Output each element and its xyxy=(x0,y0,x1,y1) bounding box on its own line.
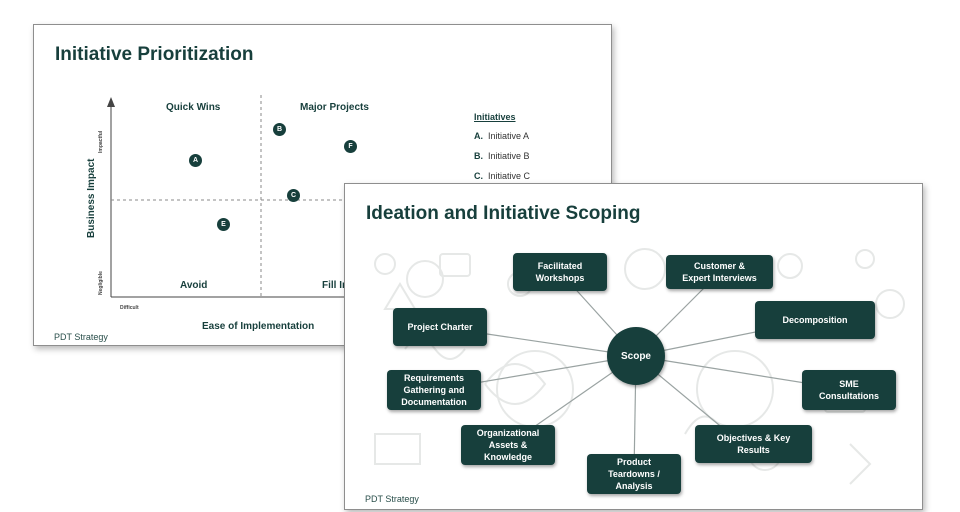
slide1-title: Initiative Prioritization xyxy=(55,44,254,65)
legend-item: C.Initiative C xyxy=(474,171,531,181)
point-e[interactable]: E xyxy=(217,218,230,231)
point-b[interactable]: B xyxy=(273,123,286,136)
node-requirements-gathering[interactable]: Requirements Gathering and Documentation xyxy=(387,370,481,410)
node-product-teardowns[interactable]: Product Teardowns / Analysis xyxy=(587,454,681,494)
slide1-footer: PDT Strategy xyxy=(54,332,108,342)
point-c[interactable]: C xyxy=(287,189,300,202)
scope-hub[interactable]: Scope xyxy=(607,327,665,385)
legend-title: Initiatives xyxy=(474,112,516,122)
x-axis-label: Ease of Implementation xyxy=(202,321,315,332)
x-low-label: Difficult xyxy=(120,305,139,311)
quadrant-quick-wins: Quick Wins xyxy=(166,102,221,113)
slide2-footer: PDT Strategy xyxy=(365,494,419,504)
node-organizational-assets[interactable]: Organizational Assets & Knowledge xyxy=(461,425,555,465)
node-sme-consultations[interactable]: SME Consultations xyxy=(802,370,896,410)
node-customer-expert-interviews[interactable]: Customer & Expert Interviews xyxy=(666,255,773,289)
point-a[interactable]: A xyxy=(189,154,202,167)
quadrant-major-projects: Major Projects xyxy=(300,102,369,113)
y-high-label: Impactful xyxy=(98,130,104,153)
quadrant-avoid: Avoid xyxy=(180,280,208,291)
quadrant-fill-in: Fill In xyxy=(322,280,349,291)
legend-item: A.Initiative A xyxy=(474,131,530,141)
y-low-label: Negligible xyxy=(98,271,104,295)
y-axis-label: Business Impact xyxy=(86,158,97,238)
node-objectives-key-results[interactable]: Objectives & Key Results xyxy=(695,425,812,463)
point-f[interactable]: F xyxy=(344,140,357,153)
node-decomposition[interactable]: Decomposition xyxy=(755,301,875,339)
slide2-title: Ideation and Initiative Scoping xyxy=(366,203,641,224)
node-facilitated-workshops[interactable]: Facilitated Workshops xyxy=(513,253,607,291)
ideation-scoping-slide[interactable]: Ideation and Initiative Scoping Scope Fa… xyxy=(344,183,923,510)
node-project-charter[interactable]: Project Charter xyxy=(393,308,487,346)
legend-item: B.Initiative B xyxy=(474,151,530,161)
